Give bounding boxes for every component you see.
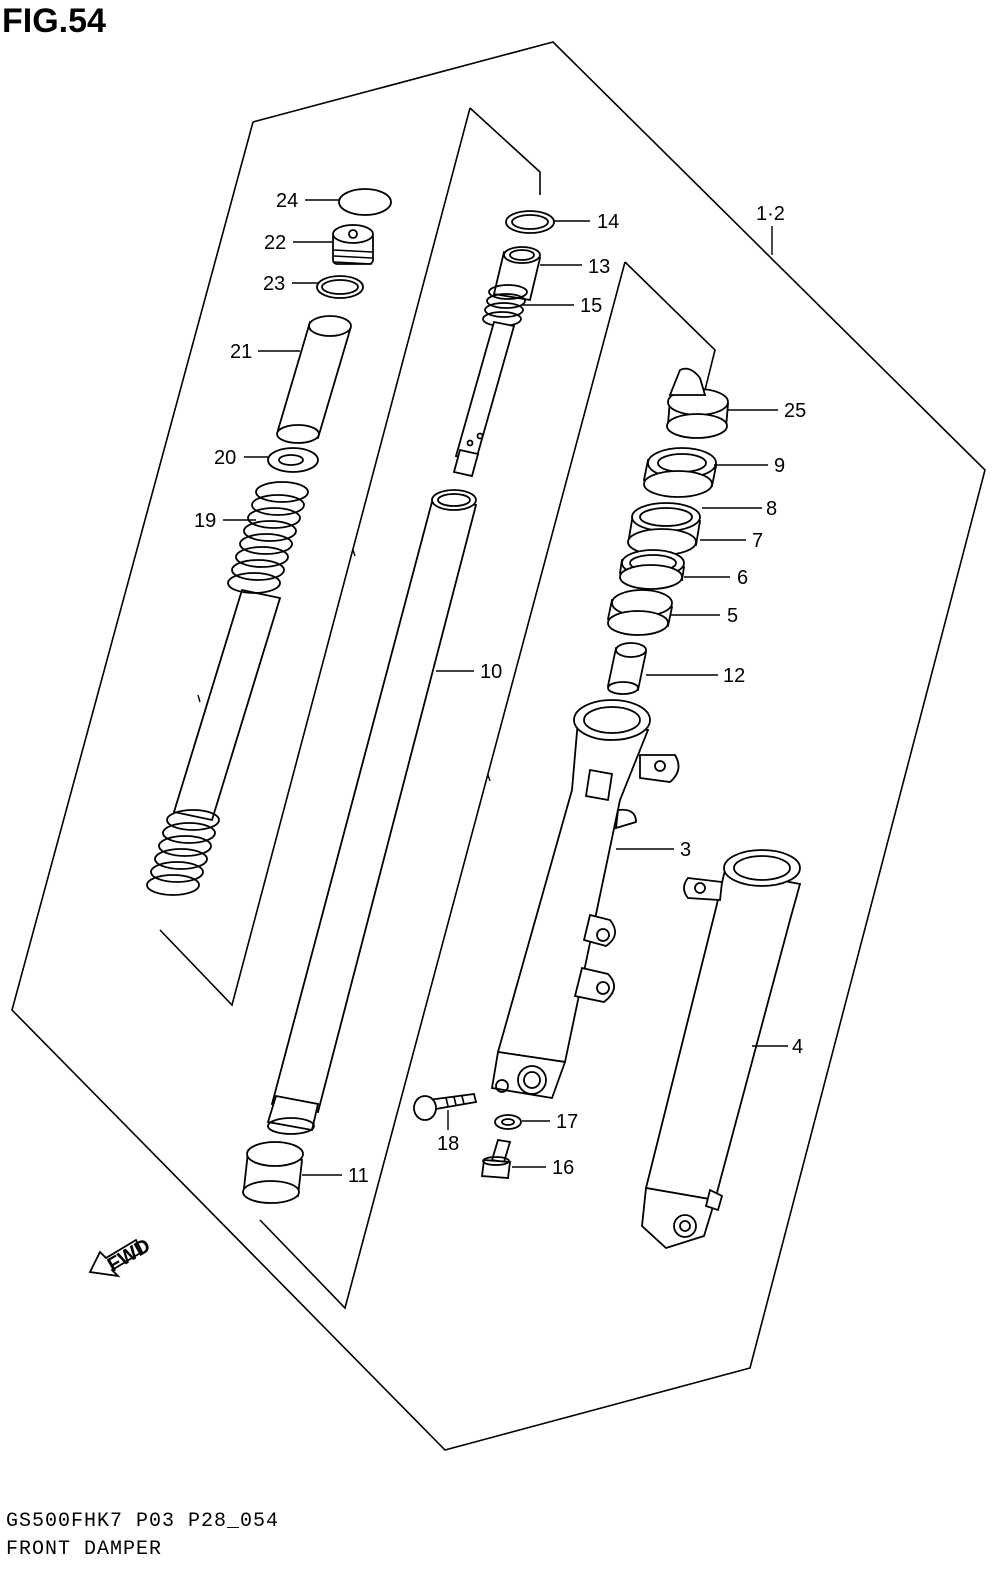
- inner-tube-group-outline-left: [259, 261, 626, 1310]
- part-25-dust-seal: [666, 367, 729, 439]
- callout-11: 11: [348, 1165, 369, 1187]
- callout-23: 23: [263, 273, 285, 295]
- part-10-inner-tube: [266, 489, 478, 1135]
- inner-tube-group-outline: [624, 261, 716, 391]
- callout-13: 13: [588, 256, 610, 278]
- fwd-label: FWD: [104, 1235, 154, 1277]
- callout-24: 24: [276, 190, 298, 212]
- callout-8: 8: [766, 498, 777, 520]
- part-20-washer: [267, 447, 319, 473]
- figure-code: GS500FHK7 P03 P28_054: [6, 1510, 280, 1533]
- part-7-8-seal-washer: [627, 502, 702, 556]
- part-14-seal: [505, 210, 555, 234]
- part-16-bolt: [480, 1138, 512, 1179]
- callout-5: 5: [727, 605, 738, 627]
- assembly-outline: [11, 41, 986, 1451]
- break-mark: [352, 549, 356, 557]
- figure-name: FRONT DAMPER: [6, 1538, 163, 1561]
- figure-title: FIG.54: [2, 2, 106, 40]
- callout-18: 18: [437, 1133, 459, 1155]
- part-11-bushing: [242, 1141, 304, 1204]
- callout-1-2: 1·2: [756, 203, 785, 225]
- callout-17: 17: [556, 1111, 578, 1133]
- callout-4: 4: [792, 1036, 803, 1058]
- callout-15: 15: [580, 295, 602, 317]
- part-22-bolt: [332, 224, 374, 265]
- damper-rod: [452, 320, 516, 478]
- part-18-bolt: [413, 1093, 478, 1121]
- part-12-oil-lock: [606, 642, 648, 695]
- part-3-outer-tube: [490, 699, 680, 1100]
- callout-10: 10: [480, 661, 502, 683]
- callouts: 24 22 23 21 20 19 14 13 15 10 11 25 9 8 …: [194, 190, 806, 1187]
- callout-9: 9: [774, 455, 785, 477]
- callout-7: 7: [752, 530, 763, 552]
- break-mark: [487, 774, 491, 782]
- part-21-spacer: [276, 315, 352, 444]
- part-24-cap: [338, 188, 392, 216]
- part-4-outer-tube: [641, 849, 802, 1250]
- callout-6: 6: [737, 567, 748, 589]
- fwd-arrow-icon: FWD: [88, 1235, 154, 1278]
- leader-lines: [223, 199, 788, 1176]
- callout-19: 19: [194, 510, 216, 532]
- damper-rod-group-outline: [469, 107, 541, 195]
- callout-14: 14: [597, 211, 619, 233]
- callout-3: 3: [680, 839, 691, 861]
- callout-21: 21: [230, 341, 252, 363]
- callout-12: 12: [723, 665, 745, 687]
- callout-25: 25: [784, 400, 806, 422]
- part-9-oil-seal: [642, 447, 718, 498]
- callout-20: 20: [214, 447, 236, 469]
- break-mark: [197, 694, 201, 703]
- damper-rod-group-outline-left: [159, 107, 471, 1007]
- part-23-o-ring: [316, 275, 364, 299]
- part-19-spring: [146, 481, 309, 896]
- part-17-washer: [494, 1114, 522, 1130]
- part-5-guide-metal: [606, 589, 674, 636]
- part-6-washer: [618, 549, 686, 590]
- callout-16: 16: [552, 1157, 574, 1179]
- callout-22: 22: [264, 232, 286, 254]
- part-13-piston: [492, 246, 542, 302]
